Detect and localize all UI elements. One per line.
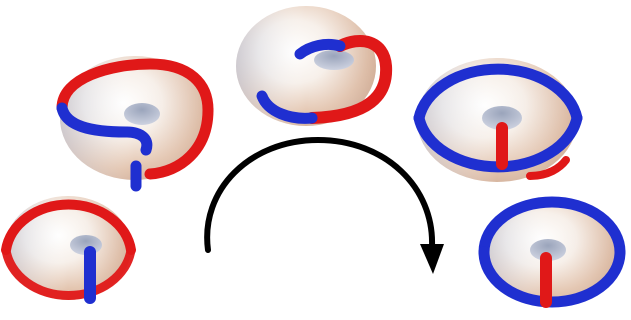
torus-1 [1, 196, 136, 304]
torus-2 [56, 56, 214, 192]
torus-4 [413, 58, 583, 182]
torus-5 [478, 196, 626, 308]
curved-arrow-icon [204, 136, 444, 274]
torus-3 [236, 6, 393, 126]
